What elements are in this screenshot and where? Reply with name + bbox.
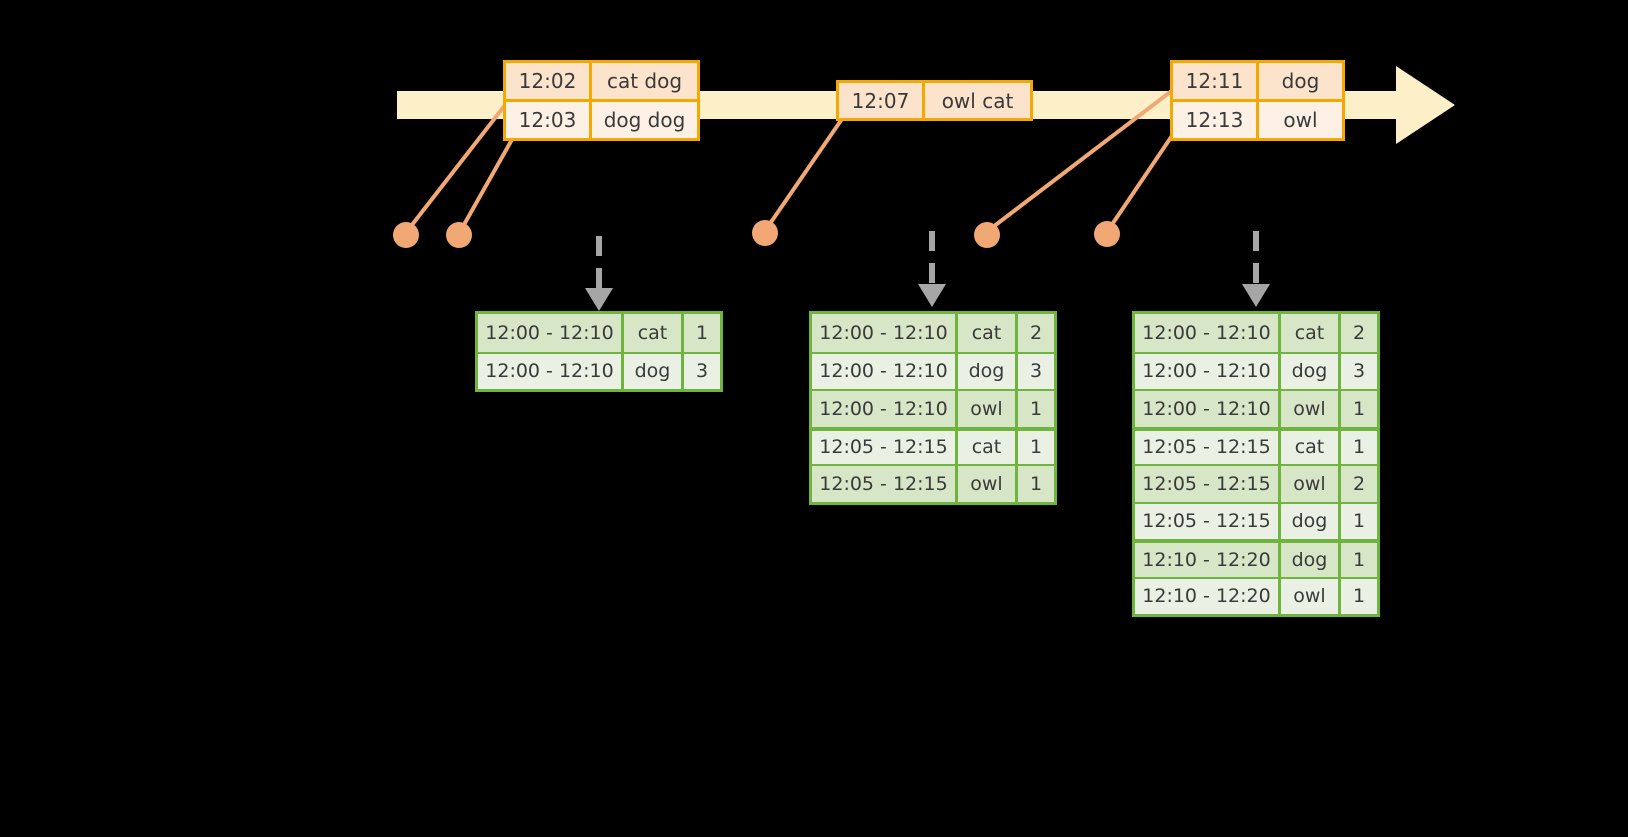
- dot-1202: [393, 222, 419, 248]
- cell-count: 3: [695, 360, 709, 383]
- cell-word: cat: [958, 314, 1018, 352]
- cell-window: 12:10 - 12:20: [1135, 543, 1281, 577]
- event-words: cat dog: [606, 69, 683, 93]
- cell-count: 1: [1029, 397, 1043, 420]
- table-row: 12:00 - 12:10 cat 2: [1135, 314, 1377, 352]
- event-box-group-1[interactable]: 12:02 cat dog 12:03 dog dog: [503, 60, 700, 141]
- cell-word: dog: [1281, 503, 1341, 539]
- event-time: 12:07: [839, 83, 925, 118]
- cell-word: owl: [958, 391, 1018, 427]
- event-time: 12:13: [1173, 102, 1259, 138]
- dot-1211: [974, 222, 1000, 248]
- result-table-3[interactable]: 12:00 - 12:10 cat 2 12:00 - 12:10 dog 3 …: [1132, 311, 1380, 617]
- table-row: 12:05 - 12:15 cat 1: [812, 426, 1054, 464]
- event-box-group-3[interactable]: 12:11 dog 12:13 owl: [1170, 60, 1345, 141]
- result-table-2[interactable]: 12:00 - 12:10 cat 2 12:00 - 12:10 dog 3 …: [809, 311, 1057, 505]
- cell-window: 12:05 - 12:15: [1135, 466, 1281, 502]
- cell-window: 12:00 - 12:10: [478, 353, 624, 389]
- table-row: 12:00 - 12:10 owl 1: [1135, 389, 1377, 427]
- cell-window: 12:00 - 12:10: [1135, 314, 1281, 352]
- result-table-1[interactable]: 12:00 - 12:10 cat 1 12:00 - 12:10 dog 3: [475, 311, 723, 392]
- dashed-arrow-2-head: [918, 284, 946, 307]
- cell-count: 2: [1029, 321, 1043, 344]
- table-row: 12:05 - 12:15 dog 1: [1135, 501, 1377, 539]
- cell-word: cat: [624, 314, 684, 352]
- cell-count: 2: [1352, 472, 1366, 495]
- dot-1207: [752, 220, 778, 246]
- table-row: 12:00 - 12:10 dog 3: [812, 351, 1054, 389]
- cell-word: owl: [958, 466, 1018, 502]
- event-words: owl cat: [941, 88, 1014, 113]
- cell-window: 12:05 - 12:15: [812, 430, 958, 464]
- dot-1203: [446, 222, 472, 248]
- cell-word: owl: [1281, 466, 1341, 502]
- event-words: owl: [1283, 108, 1318, 132]
- event-box-group-2[interactable]: 12:07 owl cat: [836, 80, 1033, 121]
- event-row: 12:11 dog: [1173, 63, 1342, 99]
- cell-word: owl: [1281, 578, 1341, 614]
- cell-count: 1: [1029, 472, 1043, 495]
- table-row: 12:05 - 12:15 owl 2: [1135, 464, 1377, 502]
- event-time: 12:03: [506, 102, 592, 138]
- cell-count: 3: [1029, 360, 1043, 383]
- cell-count: 1: [1352, 397, 1366, 420]
- event-row: 12:03 dog dog: [506, 99, 697, 138]
- dashed-arrow-1-head: [585, 288, 613, 311]
- cell-word: dog: [958, 353, 1018, 389]
- table-row: 12:00 - 12:10 dog 3: [1135, 351, 1377, 389]
- table-row: 12:05 - 12:15 cat 1: [1135, 426, 1377, 464]
- table-row: 12:05 - 12:15 owl 1: [812, 464, 1054, 502]
- table-row: 12:00 - 12:10 cat 2: [812, 314, 1054, 352]
- cell-count: 1: [1029, 436, 1043, 459]
- event-row: 12:02 cat dog: [506, 63, 697, 99]
- table-row: 12:00 - 12:10 cat 1: [478, 314, 720, 352]
- cell-count: 1: [1352, 510, 1366, 533]
- cell-window: 12:00 - 12:10: [812, 391, 958, 427]
- table-row: 12:00 - 12:10 dog 3: [478, 351, 720, 389]
- cell-count: 3: [1352, 360, 1366, 383]
- cell-window: 12:05 - 12:15: [1135, 430, 1281, 464]
- cell-word: dog: [1281, 353, 1341, 389]
- cell-count: 1: [1352, 548, 1366, 571]
- cell-word: dog: [624, 353, 684, 389]
- cell-window: 12:00 - 12:10: [1135, 353, 1281, 389]
- event-words: dog: [1281, 69, 1320, 93]
- dashed-arrow-3-head: [1242, 284, 1270, 307]
- table-row: 12:10 - 12:20 dog 1: [1135, 539, 1377, 577]
- cell-word: cat: [1281, 314, 1341, 352]
- cell-word: cat: [958, 430, 1018, 464]
- cell-count: 1: [1352, 436, 1366, 459]
- event-row: 12:13 owl: [1173, 99, 1342, 138]
- table-row: 12:00 - 12:10 owl 1: [812, 389, 1054, 427]
- cell-window: 12:00 - 12:10: [1135, 391, 1281, 427]
- dot-1213: [1094, 221, 1120, 247]
- cell-word: dog: [1281, 543, 1341, 577]
- cell-count: 2: [1352, 321, 1366, 344]
- event-time: 12:02: [506, 63, 592, 99]
- cell-word: owl: [1281, 391, 1341, 427]
- event-time: 12:11: [1173, 63, 1259, 99]
- cell-window: 12:10 - 12:20: [1135, 578, 1281, 614]
- cell-count: 1: [695, 321, 709, 344]
- cell-window: 12:00 - 12:10: [478, 314, 624, 352]
- event-dots: [393, 220, 1120, 248]
- dashed-arrows: [585, 231, 1270, 311]
- table-row: 12:10 - 12:20 owl 1: [1135, 576, 1377, 614]
- cell-window: 12:00 - 12:10: [812, 353, 958, 389]
- event-words: dog dog: [603, 108, 686, 132]
- cell-count: 1: [1352, 585, 1366, 608]
- cell-window: 12:05 - 12:15: [812, 466, 958, 502]
- cell-window: 12:00 - 12:10: [812, 314, 958, 352]
- cell-word: cat: [1281, 430, 1341, 464]
- event-row: 12:07 owl cat: [839, 83, 1030, 118]
- cell-window: 12:05 - 12:15: [1135, 503, 1281, 539]
